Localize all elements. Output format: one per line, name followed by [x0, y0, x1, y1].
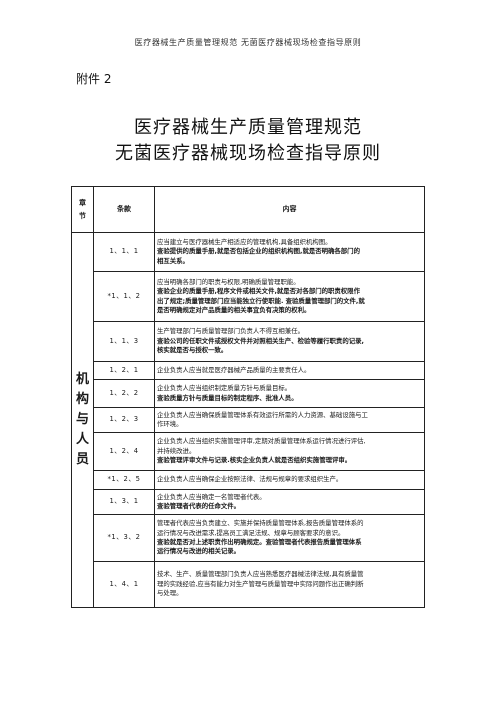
- chapter-char: 构: [75, 392, 89, 407]
- requirement-line: 应当明确各部门的职责与权限,明确质量管理职能。: [157, 277, 300, 286]
- article-number: 1、2、4: [93, 432, 155, 471]
- requirement-line: 管理者代表应当负责建立、实施并保持质量管理体系,报告质量管理体系的: [157, 519, 364, 528]
- chapter-char: 人: [75, 432, 89, 447]
- requirement-line: 技术、生产、质量管理部门负责人应当熟悉医疗器械法律法规,具有质量管: [157, 570, 364, 579]
- document-title: 医疗器械生产质量管理规范: [134, 117, 362, 138]
- article-content: 企业负责人应当确保企业按照法律、法规与规章的要求组织生产。: [154, 470, 425, 490]
- inspection-method-line: 查验就是否对上述职责作出明确规定。查验管理者代表报告质量管理体系: [157, 538, 362, 546]
- requirement-line: 企业负责人应当确保企业按照法律、法规与规章的要求组织生产。: [157, 475, 343, 484]
- inspection-method-line: 核实就是否与授权一致。: [157, 346, 228, 355]
- article-number: 1、2、3: [93, 407, 155, 433]
- article-content: 应当建立与医疗器械生产相适应的管理机构,具备组织机构图。查验提供的质量手册,就是…: [154, 232, 425, 272]
- table-header-row: 章 节 条款 内容: [71, 186, 425, 233]
- inspection-method-line: 查验质量方针与质量目标的制定程序、批准人员。: [157, 393, 298, 402]
- article-number: 1、1、3: [93, 321, 155, 362]
- header-content: 内容: [154, 186, 425, 233]
- chapter-char: 机: [75, 372, 89, 387]
- chapter-char: 与: [75, 412, 89, 427]
- article-number: 1、2、2: [93, 379, 155, 408]
- requirement-line: 理的实践经验,应当有能力对生产管理与质量管理中实际问题作出正确判断: [157, 579, 364, 588]
- inspection-method-line: 运行情况与改进的相关记录。: [157, 547, 241, 556]
- article-content: 企业负责人应当确保质量管理体系有效运行所需的人力资源、基础设施与工作环境。: [154, 407, 425, 433]
- article-number: *1、3、2: [93, 514, 155, 562]
- article-number: *1、2、5: [93, 470, 155, 490]
- article-content: 技术、生产、质量管理部门负责人应当熟悉医疗器械法律法规,具有质量管理的实践经验,…: [154, 561, 425, 608]
- inspection-method-line: 出了规定;质量管理部门应当能独立行使职能. 查验质量管理部门的文件,就: [157, 296, 365, 305]
- inspection-method-line: 查验企业的质量手册,程序文件或相关文件,就是否对各部门的职责权限作: [157, 287, 360, 296]
- document-subtitle: 无菌医疗器械现场检查指导原则: [115, 143, 381, 164]
- requirement-line: 并持续改进。: [157, 446, 196, 455]
- article-number: 1、4、1: [93, 561, 155, 608]
- requirement-line: 作环境。: [157, 420, 183, 428]
- article-number: *1、1、2: [93, 271, 155, 322]
- article-content: 应当明确各部门的职责与权限,明确质量管理职能。查验企业的质量手册,程序文件或相关…: [154, 271, 425, 322]
- article-number: 1、1、1: [93, 232, 155, 272]
- inspection-method-line: 查验公司的任职文件或授权文件并对照相关生产、检验等履行职责的记录,: [157, 336, 364, 345]
- header-chapter: 章 节: [71, 186, 94, 233]
- inspection-method-line: 查验管理评审文件与记录.核实企业负责人就是否组织实施管理评审。: [157, 456, 352, 465]
- requirement-line: 生产管理部门与质量管理部门负责人不得互相兼任。: [157, 327, 304, 336]
- chapter-char: 员: [75, 452, 89, 467]
- requirement-line: 企业负责人应当组织制定质量方针与质量目标。: [157, 384, 292, 393]
- running-header: 医疗器械生产质量管理规范 无菌医疗器械现场检查指导原则: [134, 38, 362, 47]
- header-article: 条款: [93, 186, 155, 233]
- chapter-cell: 机构与人员: [71, 232, 94, 608]
- requirement-line: 运行情况与改进需求,提高员工满足法规、规章与顾客要求的意识。: [157, 528, 345, 537]
- requirement-line: 应当建立与医疗器械生产相适应的管理机构,具备组织机构图。: [157, 237, 332, 246]
- article-number: 1、2、1: [93, 361, 155, 380]
- requirement-line: 企业负责人应当确保质量管理体系有效运行所需的人力资源、基础设施与工: [157, 410, 368, 419]
- requirement-line: 企业负责人应当就是医疗器械产品质量的主要责任人。: [157, 365, 311, 374]
- inspection-method-line: 相互关系。: [157, 256, 189, 265]
- inspection-method-line: 查验管理者代表的任命文件。: [157, 502, 241, 510]
- article-content: 管理者代表应当负责建立、实施并保持质量管理体系,报告质量管理体系的运行情况与改进…: [154, 514, 425, 562]
- article-content: 企业负责人应当确定一名管理者代表。查验管理者代表的任命文件。: [154, 489, 425, 515]
- article-content: 生产管理部门与质量管理部门负责人不得互相兼任。查验公司的任职文件或授权文件并对照…: [154, 321, 425, 362]
- requirement-line: 与处理。: [157, 589, 183, 598]
- article-content: 企业负责人应当就是医疗器械产品质量的主要责任人。: [154, 361, 425, 380]
- article-content: 企业负责人应当组织实施管理评审,定期对质量管理体系运行情况进行评估,并持续改进。…: [154, 432, 425, 471]
- requirement-line: 企业负责人应当确定一名管理者代表。: [157, 492, 266, 501]
- attachment-label: 附件 2: [76, 72, 112, 86]
- requirement-line: 企业负责人应当组织实施管理评审,定期对质量管理体系运行情况进行评估,: [157, 437, 366, 446]
- inspection-method-line: 查验提供的质量手册,就是否包括企业的组织机构图,就是否明确各部门的: [157, 247, 360, 256]
- article-number: 1、3、1: [93, 489, 155, 515]
- inspection-method-line: 是否明确规定对产品质量的相关事宜负有决策的权利。: [157, 305, 311, 314]
- article-content: 企业负责人应当组织制定质量方针与质量目标。查验质量方针与质量目标的制定程序、批准…: [154, 379, 425, 408]
